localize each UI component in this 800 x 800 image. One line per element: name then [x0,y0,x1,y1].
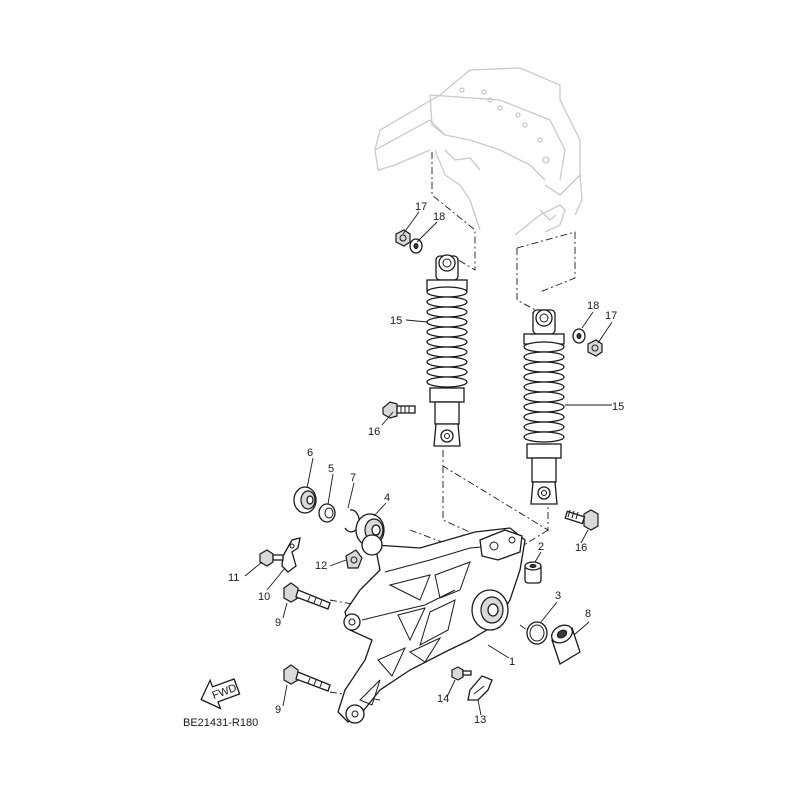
shock-washer-left [409,238,423,254]
callout-7: 7 [350,472,356,484]
callout-16-right: 16 [575,542,587,554]
fwd-arrow-icon: FWD [200,678,241,710]
right-shock-spring [523,341,565,443]
shock-nut-left [395,229,411,247]
callout-3: 3 [555,590,561,602]
diagram-code: BE21431-R180 [183,717,258,729]
callout-2: 2 [538,541,544,553]
hose-bracket [281,537,301,573]
callout-18-right: 18 [587,300,599,312]
shock-bolt-right [564,509,599,531]
callout-14: 14 [437,693,449,705]
pivot-bolt-upper [283,582,331,610]
shock-nut-right [587,339,603,357]
clip-screw [451,666,472,681]
callout-10: 10 [258,591,270,603]
collar [318,503,336,523]
callout-4: 4 [384,492,390,504]
callout-15-left: 15 [390,315,402,327]
axle-collar [551,624,581,665]
callout-17-right: 17 [605,310,617,322]
callout-15-right: 15 [612,401,624,413]
shock-bushing [524,561,542,584]
callout-6: 6 [307,447,313,459]
callout-leaders [244,211,613,716]
right-rear-shock-absorber [523,309,565,505]
hose-clamp [345,549,363,569]
bracket-bolt [259,549,284,567]
shock-washer-right [572,328,586,344]
callout-18-left: 18 [433,211,445,223]
left-rear-shock-absorber [426,254,468,447]
left-shock-spring [426,286,468,388]
callout-13: 13 [474,714,486,726]
hose-clip [467,675,493,701]
rear-frame-outline [374,67,583,236]
callout-12: 12 [315,560,327,572]
pivot-bolt-lower [283,664,331,692]
callout-8: 8 [585,608,591,620]
callout-11: 11 [228,572,239,584]
shock-bolt-left [382,401,416,419]
o-ring [526,621,548,645]
callout-9-lower: 9 [275,704,281,716]
callout-5: 5 [328,463,334,475]
oil-seal [293,486,317,514]
callout-16-left: 16 [368,426,380,438]
callout-numbers: 17 18 15 16 6 5 7 4 2 3 8 1 11 10 12 9 9… [228,201,624,726]
callout-1: 1 [509,656,515,668]
callout-17-left: 17 [415,201,427,213]
callout-9-upper: 9 [275,617,281,629]
swingarm [337,527,526,724]
